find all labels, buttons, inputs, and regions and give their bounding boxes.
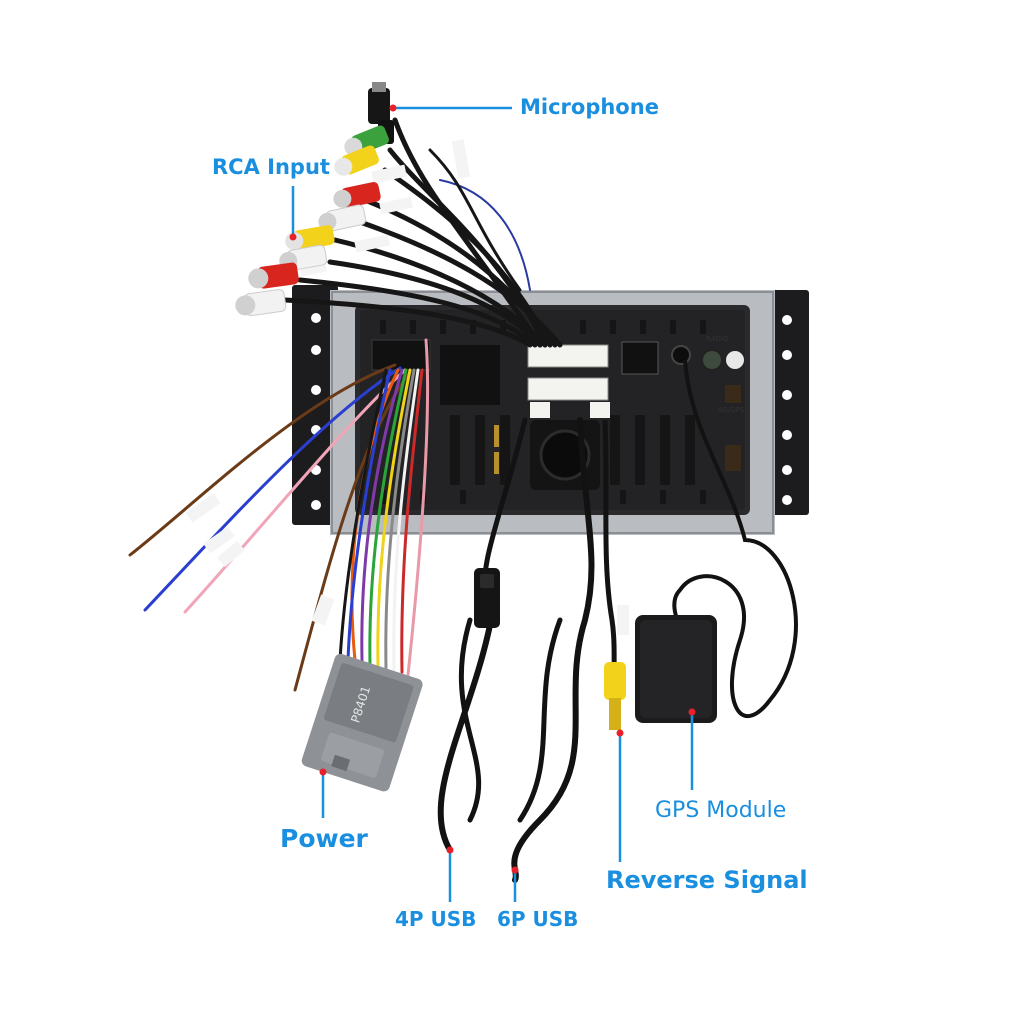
gps-antenna-icon bbox=[635, 359, 798, 723]
power-harness-wires bbox=[128, 338, 430, 692]
label-power: Power bbox=[280, 824, 368, 853]
label-microphone: Microphone bbox=[520, 95, 659, 119]
callout-leaders bbox=[289, 104, 696, 902]
label-reverse-signal: Reverse Signal bbox=[606, 866, 808, 894]
usb-plug-icon bbox=[474, 568, 500, 628]
svg-text:RADIO: RADIO bbox=[706, 335, 729, 343]
label-gps-module: GPS Module bbox=[655, 798, 787, 823]
svg-text:4G/GPS: 4G/GPS bbox=[718, 406, 745, 414]
rca-plug-icon bbox=[235, 125, 389, 317]
head-unit: RADIO 4G/GPS bbox=[292, 285, 809, 535]
label-6p-usb: 6P USB bbox=[497, 907, 579, 931]
power-harness-icon: P8401 bbox=[301, 653, 423, 792]
reverse-signal-cable bbox=[602, 419, 629, 730]
label-4p-usb: 4P USB bbox=[395, 907, 477, 931]
label-rca-input: RCA Input bbox=[212, 155, 330, 179]
rca-cable-bundle bbox=[282, 117, 563, 348]
